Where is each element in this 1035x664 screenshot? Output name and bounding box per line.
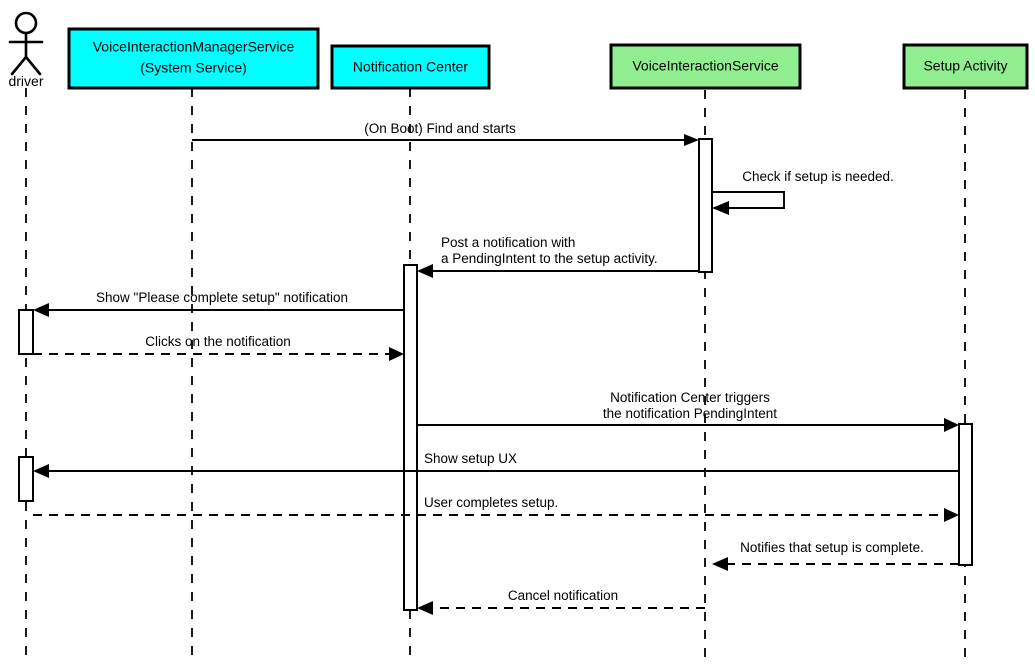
activation-bar-setup-activity [958,423,973,566]
activation-bar-driver-2 [18,456,34,502]
message-arrowhead-cancel-notification [417,601,433,615]
participant-label-vims-line1: VoiceInteractionManagerService [93,39,295,55]
message-arrowhead-check-setup [712,201,729,215]
actor-right-leg-icon [24,55,42,76]
activation-bars-group [18,138,973,611]
actor-left-leg-icon [10,55,28,76]
actor-head-icon [14,11,38,35]
message-arrowhead-notifies-setup-complete [712,557,728,571]
message-label-on-boot: (On Boot) Find and starts [364,121,516,136]
activation-bar-driver-1 [18,309,34,355]
message-label-post-notification-line1: Post a notification with [441,235,575,250]
activation-bar-vis [698,138,713,273]
message-label-notifies-setup-complete: Notifies that setup is complete. [740,540,924,555]
participant-setup-activity[interactable]: Setup Activity [902,43,1029,90]
message-label-clicks-notification: Clicks on the notification [145,334,291,349]
participant-vis[interactable]: VoiceInteractionService [609,43,802,90]
participant-driver[interactable]: driver [8,11,44,89]
participant-vims[interactable]: VoiceInteractionManagerService (System S… [67,27,320,90]
message-arrowhead-nc-triggers [944,418,959,432]
message-label-nc-triggers-line1: Notification Center triggers [610,390,770,405]
message-clicks-on-the-notification[interactable]: Clicks on the notification [33,334,404,361]
message-label-show-setup-notification: Show "Please complete setup" notificatio… [96,290,348,305]
message-arrowhead-on-boot [684,134,699,146]
message-label-nc-triggers-line2: the notification PendingIntent [603,406,777,421]
message-arrowhead-clicks-notification [389,347,404,361]
message-arrowhead-show-setup-ux [33,464,49,478]
participant-box-vis[interactable] [609,43,802,90]
message-arrowhead-user-completes-setup [944,508,959,522]
message-notification-center-triggers[interactable]: Notification Center triggers the notific… [417,390,959,432]
participant-label-driver: driver [8,73,43,89]
participant-label-vis: VoiceInteractionService [632,58,779,74]
participant-label-vims-line2: (System Service) [140,60,247,76]
participant-label-notification-center: Notification Center [353,59,469,75]
participant-box-vims[interactable] [67,27,320,90]
participant-label-setup-activity: Setup Activity [923,58,1007,74]
message-cancel-notification[interactable]: Cancel notification [417,588,705,615]
activation-bar-notification-center [403,264,418,611]
message-user-completes-setup[interactable]: User completes setup. [33,495,959,522]
message-post-notification[interactable]: Post a notification with a PendingIntent… [417,235,699,278]
participant-notification-center[interactable]: Notification Center [330,44,491,90]
message-label-check-setup: Check if setup is needed. [742,169,894,184]
message-label-post-notification-line2: a PendingIntent to the setup activity. [441,251,658,266]
message-line-check-setup [712,191,785,209]
participant-box-setup-activity[interactable] [902,43,1029,90]
message-notifies-setup-complete[interactable]: Notifies that setup is complete. [712,540,959,571]
message-show-please-complete-setup[interactable]: Show "Please complete setup" notificatio… [33,290,404,317]
message-arrowhead-show-setup-notification [33,303,49,317]
message-label-show-setup-ux: Show setup UX [424,451,517,466]
message-arrowhead-post-notification [417,264,433,278]
message-label-cancel-notification: Cancel notification [508,588,618,603]
message-label-user-completes-setup: User completes setup. [424,495,558,510]
message-check-if-setup-is-needed[interactable]: Check if setup is needed. [712,169,894,215]
participant-box-notification-center[interactable] [330,44,491,90]
message-on-boot-find-and-starts[interactable]: (On Boot) Find and starts [192,121,699,146]
message-show-setup-ux[interactable]: Show setup UX [33,451,959,478]
